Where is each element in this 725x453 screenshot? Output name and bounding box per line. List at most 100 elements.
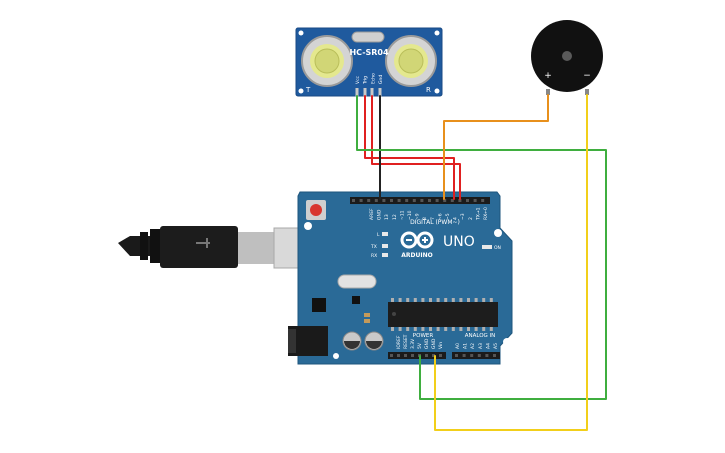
- sensor-pin[interactable]: [370, 88, 374, 97]
- arduino-logo-icon: [400, 231, 434, 249]
- sensor-pin[interactable]: [378, 88, 382, 97]
- power-pin-label: GND: [431, 338, 437, 349]
- analog-pin[interactable]: [470, 354, 474, 357]
- digital-pin-label: TX→1: [475, 207, 481, 221]
- analog-pin[interactable]: [485, 354, 489, 357]
- digital-pin-label: 12: [392, 214, 398, 220]
- usb-cable: [118, 226, 325, 269]
- header-pin[interactable]: [367, 199, 371, 202]
- wire-vcc-5v[interactable]: [356, 95, 607, 400]
- sensor-model: HC-SR04: [349, 48, 389, 57]
- analog-pin[interactable]: [462, 354, 466, 357]
- header-pin[interactable]: [435, 199, 439, 202]
- led-l-label: L: [377, 232, 380, 238]
- digital-pin-label: ~11: [399, 210, 405, 220]
- header-pin[interactable]: [390, 199, 393, 202]
- power-pin-label: 3.3V: [410, 338, 416, 349]
- analog-pin-label: A2: [470, 343, 476, 349]
- power-pin-label: IOREF: [396, 335, 402, 349]
- analog-pin-label: A0: [455, 343, 461, 349]
- digital-pin-label: 8: [422, 217, 428, 220]
- header-pin[interactable]: [466, 199, 469, 202]
- power-label: POWER: [413, 333, 434, 339]
- digital-pin-label: ~6: [437, 213, 443, 220]
- power-pin[interactable]: [425, 354, 428, 357]
- sensor-pin[interactable]: [363, 88, 367, 97]
- power-pin[interactable]: [404, 354, 407, 357]
- transmitter-transducer: [301, 35, 353, 87]
- power-pin[interactable]: [390, 354, 393, 357]
- header-pin[interactable]: [382, 199, 386, 202]
- wire-buzzer-positive[interactable]: [443, 94, 549, 200]
- header-pin[interactable]: [428, 199, 431, 202]
- microcontroller-chip: [388, 298, 498, 331]
- analog-pin[interactable]: [477, 354, 481, 357]
- piezo-buzzer: + −: [531, 20, 603, 95]
- analog-pin-label: A1: [463, 343, 469, 349]
- wire-trig[interactable]: [364, 95, 455, 200]
- sensor-pin-label: Echo: [370, 73, 376, 84]
- sensor-corner-right: R: [426, 86, 431, 94]
- power-pin[interactable]: [397, 354, 400, 357]
- header-pin[interactable]: [397, 199, 401, 202]
- led-tx-label: TX: [370, 244, 377, 250]
- sensor-pin[interactable]: [355, 88, 359, 97]
- digital-pin-label: 2: [468, 217, 474, 220]
- digital-pin-label: AREF: [369, 208, 375, 220]
- header-pin[interactable]: [352, 199, 355, 202]
- wire-buzzer-ground[interactable]: [434, 94, 588, 431]
- power-pin[interactable]: [411, 354, 414, 357]
- digital-pin-label: ~9: [415, 213, 421, 220]
- header-pin[interactable]: [359, 199, 363, 202]
- power-header: [388, 352, 446, 359]
- led-rx-label: RX: [371, 253, 377, 259]
- digital-pin-label: ~3: [460, 213, 466, 220]
- header-pin[interactable]: [473, 199, 477, 202]
- power-pin-label: 5V: [417, 342, 423, 349]
- header-pin[interactable]: [374, 199, 378, 202]
- buzzer-plus-label: +: [544, 71, 552, 81]
- sensor-pin-label: Vcc: [355, 75, 361, 84]
- digital-pin-label: ~10: [407, 210, 413, 220]
- power-pin-label: GND: [424, 338, 430, 349]
- buzzer-minus-label: −: [583, 71, 591, 81]
- analog-pin-label: A5: [493, 343, 499, 349]
- digital-pin-label: 4: [453, 217, 459, 220]
- digital-label: DIGITAL (PWM~): [410, 219, 460, 226]
- header-pin[interactable]: [481, 199, 485, 202]
- analog-pin[interactable]: [493, 354, 496, 357]
- digital-pin-label: ~5: [445, 213, 451, 220]
- header-pin[interactable]: [458, 199, 462, 202]
- led-on-label: ON: [494, 245, 501, 251]
- header-pin[interactable]: [443, 199, 447, 202]
- wire-echo[interactable]: [371, 95, 461, 200]
- analog-pin-label: A3: [478, 343, 484, 349]
- sensor-pin-label: Trig: [363, 76, 369, 85]
- power-pin[interactable]: [439, 354, 442, 357]
- header-pin[interactable]: [420, 199, 424, 202]
- analog-pin[interactable]: [455, 354, 458, 357]
- digital-pin-label: 7: [430, 217, 436, 220]
- analog-label: ANALOG IN: [465, 333, 496, 339]
- sensor-corner-left: T: [305, 86, 311, 94]
- digital-pin-label: GND: [377, 209, 383, 220]
- digital-pin-label: 13: [384, 214, 390, 220]
- header-pin[interactable]: [450, 199, 454, 202]
- digital-pin-label: RX←0: [483, 207, 489, 220]
- arduino-model: UNO: [443, 234, 475, 250]
- receiver-transducer: [385, 35, 437, 87]
- dc-power-jack: [288, 326, 328, 356]
- sensor-pin-label: Gnd: [378, 75, 384, 84]
- header-pin[interactable]: [405, 199, 409, 202]
- analog-header: [452, 352, 500, 359]
- power-pin[interactable]: [432, 354, 435, 357]
- capacitor: [342, 331, 362, 351]
- arduino-brand: ARDUINO: [401, 252, 432, 259]
- crystal: [337, 274, 377, 289]
- header-pin[interactable]: [412, 199, 416, 202]
- power-pin-label: Vin: [438, 342, 444, 349]
